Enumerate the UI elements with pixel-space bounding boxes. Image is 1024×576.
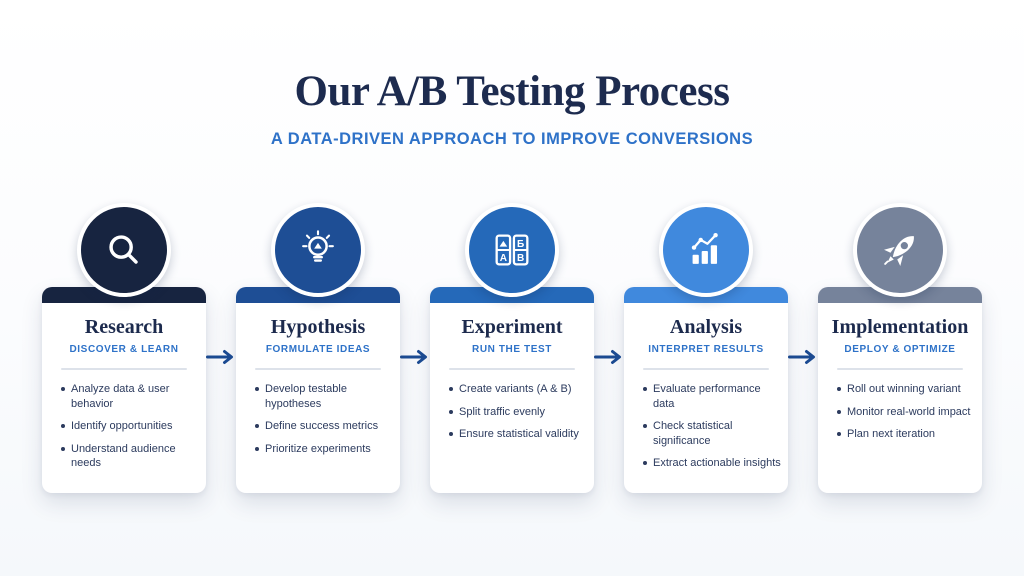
step-tagline: RUN THE TEST bbox=[472, 344, 552, 355]
lightbulb-icon bbox=[302, 230, 334, 262]
step-tagline: DEPLOY & OPTIMIZE bbox=[844, 344, 956, 355]
bar-line-chart-icon bbox=[691, 232, 718, 264]
bullet-item: Prioritize experiments bbox=[254, 442, 394, 457]
step-card-implementation: Implementation DEPLOY & OPTIMIZE Roll ou… bbox=[818, 287, 982, 493]
step-tagline: INTERPRET RESULTS bbox=[648, 344, 764, 355]
bullet-item: Extract actionable insights bbox=[642, 456, 782, 471]
bullet-list: Analyze data & user behavior Identify op… bbox=[60, 382, 200, 471]
step-card-experiment: Experiment RUN THE TEST Create variants … bbox=[430, 287, 594, 493]
bullet-item: Ensure statistical validity bbox=[448, 427, 588, 442]
step-title: Research bbox=[84, 316, 164, 338]
divider bbox=[255, 368, 381, 370]
bullet-item: Analyze data & user behavior bbox=[60, 382, 200, 411]
bullet-item: Evaluate performance data bbox=[642, 382, 782, 411]
flow-arrow-icon bbox=[788, 349, 818, 365]
rocket-icon bbox=[884, 236, 914, 266]
bullet-item: Develop testable hypotheses bbox=[254, 382, 394, 411]
step-experiment: A Б B Experiment RUN THE TEST Create var… bbox=[430, 203, 594, 493]
bullet-item: Roll out winning variant bbox=[836, 382, 976, 397]
page-title: Our A/B Testing Process bbox=[294, 68, 730, 115]
divider bbox=[837, 368, 963, 370]
bullet-list: Create variants (A & B) Split traffic ev… bbox=[448, 382, 588, 442]
variant-top-right-letter: Б bbox=[517, 239, 524, 250]
step-title: Implementation bbox=[831, 316, 969, 338]
bullet-list: Develop testable hypotheses Define succe… bbox=[254, 382, 394, 456]
bullet-list: Evaluate performance data Check statisti… bbox=[642, 382, 782, 471]
flow-arrow-icon bbox=[206, 349, 236, 365]
step-tagline: FORMULATE IDEAS bbox=[265, 344, 371, 355]
bullet-item: Identify opportunities bbox=[60, 419, 200, 434]
ab-test-icon: A Б B bbox=[495, 234, 529, 266]
flow-arrow-icon bbox=[594, 349, 624, 365]
divider bbox=[643, 368, 769, 370]
step-implementation: Implementation DEPLOY & OPTIMIZE Roll ou… bbox=[818, 203, 982, 493]
step-card-research: Research DISCOVER & LEARN Analyze data &… bbox=[42, 287, 206, 493]
bullet-item: Define success metrics bbox=[254, 419, 394, 434]
process-flow: Research DISCOVER & LEARN Analyze data &… bbox=[0, 203, 1024, 493]
magnifier-icon bbox=[109, 235, 138, 264]
step-title: Analysis bbox=[669, 316, 743, 338]
variant-b-letter: B bbox=[517, 253, 524, 264]
bullet-item: Monitor real-world impact bbox=[836, 405, 976, 420]
bullet-item: Check statistical significance bbox=[642, 419, 782, 448]
bullet-item: Understand audience needs bbox=[60, 442, 200, 471]
step-analysis: Analysis INTERPRET RESULTS Evaluate perf… bbox=[624, 203, 788, 493]
step-hypothesis: Hypothesis FORMULATE IDEAS Develop testa… bbox=[236, 203, 400, 493]
research-icon-circle bbox=[77, 203, 171, 297]
divider bbox=[449, 368, 575, 370]
analysis-icon-circle bbox=[659, 203, 753, 297]
step-tagline: DISCOVER & LEARN bbox=[69, 344, 179, 355]
bullet-item: Create variants (A & B) bbox=[448, 382, 588, 397]
variant-a-letter: A bbox=[500, 253, 507, 264]
hypothesis-icon-circle bbox=[271, 203, 365, 297]
step-title: Experiment bbox=[461, 316, 563, 338]
bullet-item: Plan next iteration bbox=[836, 427, 976, 442]
bullet-item: Split traffic evenly bbox=[448, 405, 588, 420]
experiment-icon-circle: A Б B bbox=[465, 203, 559, 297]
step-research: Research DISCOVER & LEARN Analyze data &… bbox=[42, 203, 206, 493]
flow-arrow-icon bbox=[400, 349, 430, 365]
bullet-list: Roll out winning variant Monitor real-wo… bbox=[836, 382, 976, 442]
header: Our A/B Testing Process A DATA-DRIVEN AP… bbox=[0, 0, 1024, 149]
step-title: Hypothesis bbox=[270, 316, 366, 338]
step-card-hypothesis: Hypothesis FORMULATE IDEAS Develop testa… bbox=[236, 287, 400, 493]
implementation-icon-circle bbox=[853, 203, 947, 297]
page-subtitle: A DATA-DRIVEN APPROACH TO IMPROVE CONVER… bbox=[270, 130, 754, 148]
step-card-analysis: Analysis INTERPRET RESULTS Evaluate perf… bbox=[624, 287, 788, 493]
divider bbox=[61, 368, 187, 370]
